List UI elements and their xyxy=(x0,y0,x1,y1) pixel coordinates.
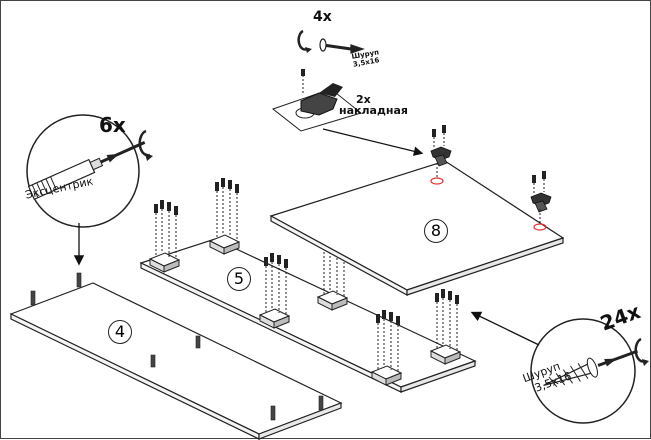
panel-8-hinges xyxy=(430,146,552,213)
hinge-callout-graphic xyxy=(271,29,365,132)
panel-4-board xyxy=(9,282,343,440)
panel-8-board xyxy=(269,160,565,297)
hinge-arrow xyxy=(322,128,424,156)
panel-5-number: 5 xyxy=(227,267,251,291)
panel-4-pins xyxy=(30,272,324,421)
hinge-label: накладная xyxy=(339,104,408,117)
screw-callout-graphic xyxy=(530,318,649,424)
panel-8-hinge-screws xyxy=(433,133,545,223)
hinge-screw-count: 4x xyxy=(313,9,332,25)
eccentric-count: 6x xyxy=(99,113,126,137)
panel-8-number: 8 xyxy=(424,219,448,243)
panel-8-hinge-screw-heads xyxy=(432,125,546,183)
panel-5-blocks xyxy=(148,234,462,386)
panel-4-number: 4 xyxy=(108,320,132,344)
screw-arrow xyxy=(470,311,540,346)
panel-8-hinge-cups xyxy=(430,177,547,231)
eccentric-callout-graphic xyxy=(26,114,153,228)
hinge-count: 2x xyxy=(356,93,371,106)
